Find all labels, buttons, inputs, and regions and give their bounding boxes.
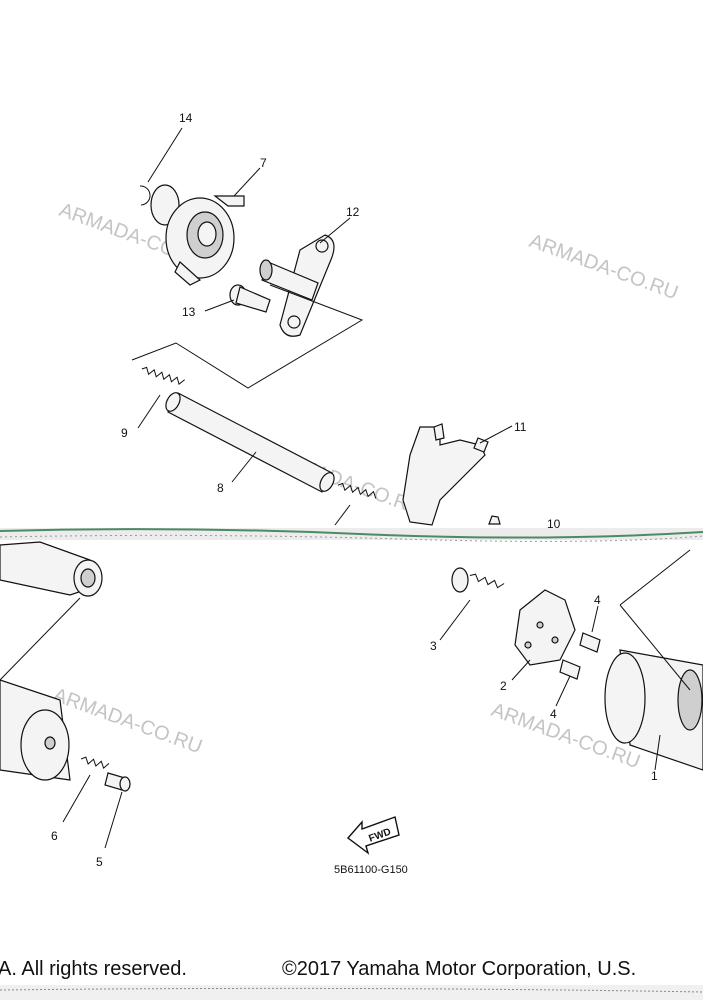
callout-3: 3 xyxy=(430,639,437,653)
shift-lever-part-7 xyxy=(150,167,261,286)
callout-1: 1 xyxy=(651,769,658,783)
part-10-stub xyxy=(488,515,501,525)
copyright-left: A. All rights reserved. xyxy=(0,958,187,980)
watermark-2: ARMADA-CO.RU xyxy=(526,230,681,304)
spring-part-9 xyxy=(137,366,185,429)
callout-13: 13 xyxy=(182,305,196,319)
callout-10: 10 xyxy=(547,517,561,531)
fork-spring xyxy=(337,482,377,499)
callout-4b: 4 xyxy=(550,707,557,721)
footer-seam xyxy=(0,985,703,1000)
pin-part-5 xyxy=(104,772,131,849)
callout-9: 9 xyxy=(121,426,128,440)
callout-12: 12 xyxy=(346,205,360,219)
callout-11: 11 xyxy=(514,420,527,434)
callout-7: 7 xyxy=(260,156,267,170)
screw-part-3 xyxy=(439,567,505,641)
callout-8: 8 xyxy=(217,481,224,495)
callout-labels: 14 7 12 13 9 8 11 10 3 4 2 4 1 6 5 xyxy=(51,111,658,869)
shift-drum-part-1 xyxy=(604,549,703,771)
circlip-part-14 xyxy=(139,127,183,206)
segment-plate-part-2 xyxy=(511,589,576,681)
callout-2: 2 xyxy=(500,679,507,693)
callout-14: 14 xyxy=(179,111,193,125)
shift-fork-part-11 xyxy=(402,423,513,526)
spring-part-6 xyxy=(62,756,110,823)
copyright-right: ©2017 Yamaha Motor Corporation, U.S. xyxy=(282,958,636,980)
watermarks: ARMADA-CO.RU ARMADA-CO.RU ARMADA-CO.RU A… xyxy=(50,199,681,773)
shaft-bracket-part-12 xyxy=(259,217,351,337)
callout-4a: 4 xyxy=(594,593,601,607)
lever-lower-left xyxy=(0,541,103,681)
shaft-part-8 xyxy=(165,392,335,493)
watermark-4: ARMADA-CO.RU xyxy=(50,684,205,758)
fwd-arrow-icon: FWD xyxy=(346,816,400,855)
leader-fork-spring xyxy=(334,504,351,526)
callout-6: 6 xyxy=(51,829,58,843)
callout-5: 5 xyxy=(96,855,103,869)
drum-end-left xyxy=(0,679,71,781)
seam-line xyxy=(0,528,703,539)
assembly-leader-upper xyxy=(131,284,364,389)
dowel-pins-part-4 xyxy=(555,605,601,707)
bolt-part-13 xyxy=(204,284,271,313)
drawing-code: 5B61100-G150 xyxy=(334,864,408,876)
